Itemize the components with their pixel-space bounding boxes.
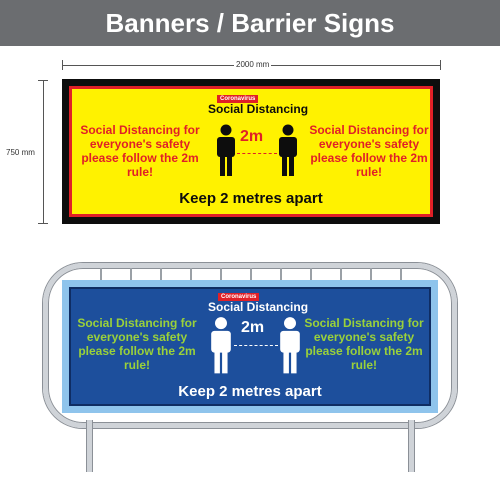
height-dimension-line <box>43 80 44 223</box>
height-dimension-tick-bottom <box>38 223 48 224</box>
person-icon-left <box>217 124 235 176</box>
banner-left-text: Social Distancing for everyone's safety … <box>80 123 200 179</box>
person-icon-left <box>211 317 231 374</box>
barrier-bar <box>160 268 162 280</box>
barrier-bar <box>220 268 222 280</box>
page-title: Banners / Barrier Signs <box>105 7 395 38</box>
height-dimension-tick-top <box>38 80 48 81</box>
distance-line <box>234 345 278 346</box>
width-dimension-tick-right <box>440 60 441 70</box>
banner-subhead: Social Distancing <box>208 102 309 116</box>
person-icon-right <box>280 317 300 374</box>
barrier-leg-left <box>86 420 93 472</box>
width-dimension-tick-left <box>62 60 63 70</box>
page-header: Banners / Barrier Signs <box>0 0 500 46</box>
yellow-banner: Coronavirus Social Distancing Social Dis… <box>62 79 440 224</box>
barrier-bar <box>130 268 132 280</box>
yellow-banner-red-border: Coronavirus Social Distancing Social Dis… <box>69 86 433 217</box>
barrier-frame <box>43 263 457 428</box>
yellow-banner-face: Coronavirus Social Distancing Social Dis… <box>72 89 430 214</box>
banner-left-text: Social Distancing for everyone's safety … <box>77 316 197 372</box>
width-dimension-label: 2000 mm <box>234 60 272 69</box>
barrier-bar <box>370 268 372 280</box>
height-dimension-label: 750 mm <box>4 148 37 157</box>
banner-subhead: Social Distancing <box>208 300 309 314</box>
banner-right-text: Social Distancing for everyone's safety … <box>309 123 429 179</box>
banner-bottom-text: Keep 2 metres apart <box>179 190 323 207</box>
distance-label: 2m <box>240 128 264 145</box>
blue-banner: Coronavirus Social Distancing Social Dis… <box>62 280 438 413</box>
blue-banner-face: Coronavirus Social Distancing Social Dis… <box>69 287 431 406</box>
coronavirus-tag: Coronavirus <box>218 293 260 301</box>
banner-right-text: Social Distancing for everyone's safety … <box>304 316 424 372</box>
distance-label: 2m <box>241 319 265 336</box>
coronavirus-tag: Coronavirus <box>217 95 259 103</box>
barrier-bar <box>100 268 102 280</box>
barrier-bar <box>400 268 402 280</box>
barrier-leg-right <box>408 420 415 472</box>
barrier-bar <box>190 268 192 280</box>
barrier-bar <box>340 268 342 280</box>
banner-bottom-text: Keep 2 metres apart <box>178 383 322 400</box>
person-icon-right <box>279 124 297 176</box>
distance-line <box>237 153 277 154</box>
barrier-bar <box>250 268 252 280</box>
barrier-bar <box>310 268 312 280</box>
barrier-bar <box>280 268 282 280</box>
